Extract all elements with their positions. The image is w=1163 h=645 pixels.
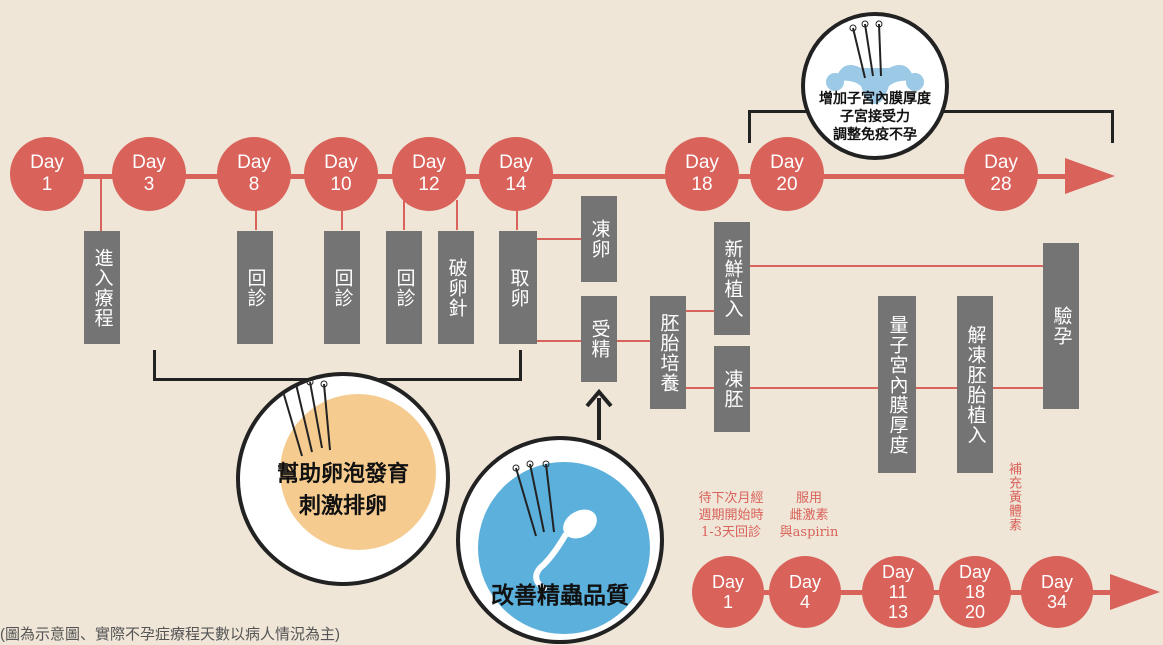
uterus-icon (826, 20, 924, 104)
bottom-timeline-arrow (1110, 574, 1160, 610)
footnote: (圖為示意圖、實際不孕症療程天數以病人情況為主) (0, 626, 340, 643)
step-trigger-shot: 破卵針 (438, 231, 474, 344)
top-timeline-arrow (1065, 158, 1115, 194)
uterus-text-2: 子宮接受力 (840, 108, 910, 124)
step-freeze-embryo: 凍胚 (714, 346, 750, 432)
sperm-text: 改善精蟲品質 (491, 582, 629, 608)
step-visit-day10: 回診 (324, 231, 360, 344)
step-visit-day12: 回診 (386, 231, 422, 344)
note-progesterone: 補充黃體素 (1006, 462, 1021, 532)
follicle-text-1: 幫助卵泡發育 (276, 461, 409, 486)
sperm-arrow-shaft (597, 398, 601, 440)
step-fertilization: 受精 (581, 296, 617, 382)
branch-line (686, 387, 714, 389)
step-enter-treatment: 進入療程 (84, 231, 120, 344)
connector (403, 200, 405, 230)
connector (341, 200, 343, 230)
uterus-text-1: 增加子宮內膜厚度 (819, 90, 931, 106)
step-embryo-culture: 胚胎培養 (650, 296, 686, 409)
note-take-estrogen: 服用雌激素與aspirin (779, 491, 839, 540)
step-egg-retrieval: 取卵 (499, 231, 537, 344)
connector (456, 200, 458, 230)
connector (255, 200, 257, 230)
branch-line (686, 310, 714, 312)
step-measure-endometrium: 量子宮內膜厚度 (878, 296, 916, 473)
branch-line (617, 340, 650, 342)
follicle-icon (278, 378, 436, 550)
uterus-text-3: 調整免疫不孕 (833, 126, 917, 142)
step-visit-day8: 回診 (237, 231, 273, 344)
sperm-icon (478, 460, 650, 634)
follicle-acupuncture-circle: 幫助卵泡發育 刺激排卵 (236, 372, 450, 586)
fresh-to-test-line (750, 265, 1043, 267)
sperm-quality-circle: 改善精蟲品質 (456, 436, 664, 644)
branch-line (537, 340, 582, 342)
step-pregnancy-test: 驗孕 (1043, 243, 1079, 409)
branch-line (537, 238, 582, 240)
step-fresh-transfer: 新鮮植入 (714, 222, 750, 335)
connector (516, 200, 518, 230)
follicle-text-2: 刺激排卵 (298, 493, 387, 518)
step-thaw-transfer: 解凍胚胎植入 (957, 296, 993, 473)
uterus-acupuncture-circle: 增加子宮內膜厚度 子宮接受力 調整免疫不孕 (801, 12, 949, 160)
step-freeze-eggs: 凍卵 (581, 196, 617, 282)
connector (100, 176, 102, 231)
